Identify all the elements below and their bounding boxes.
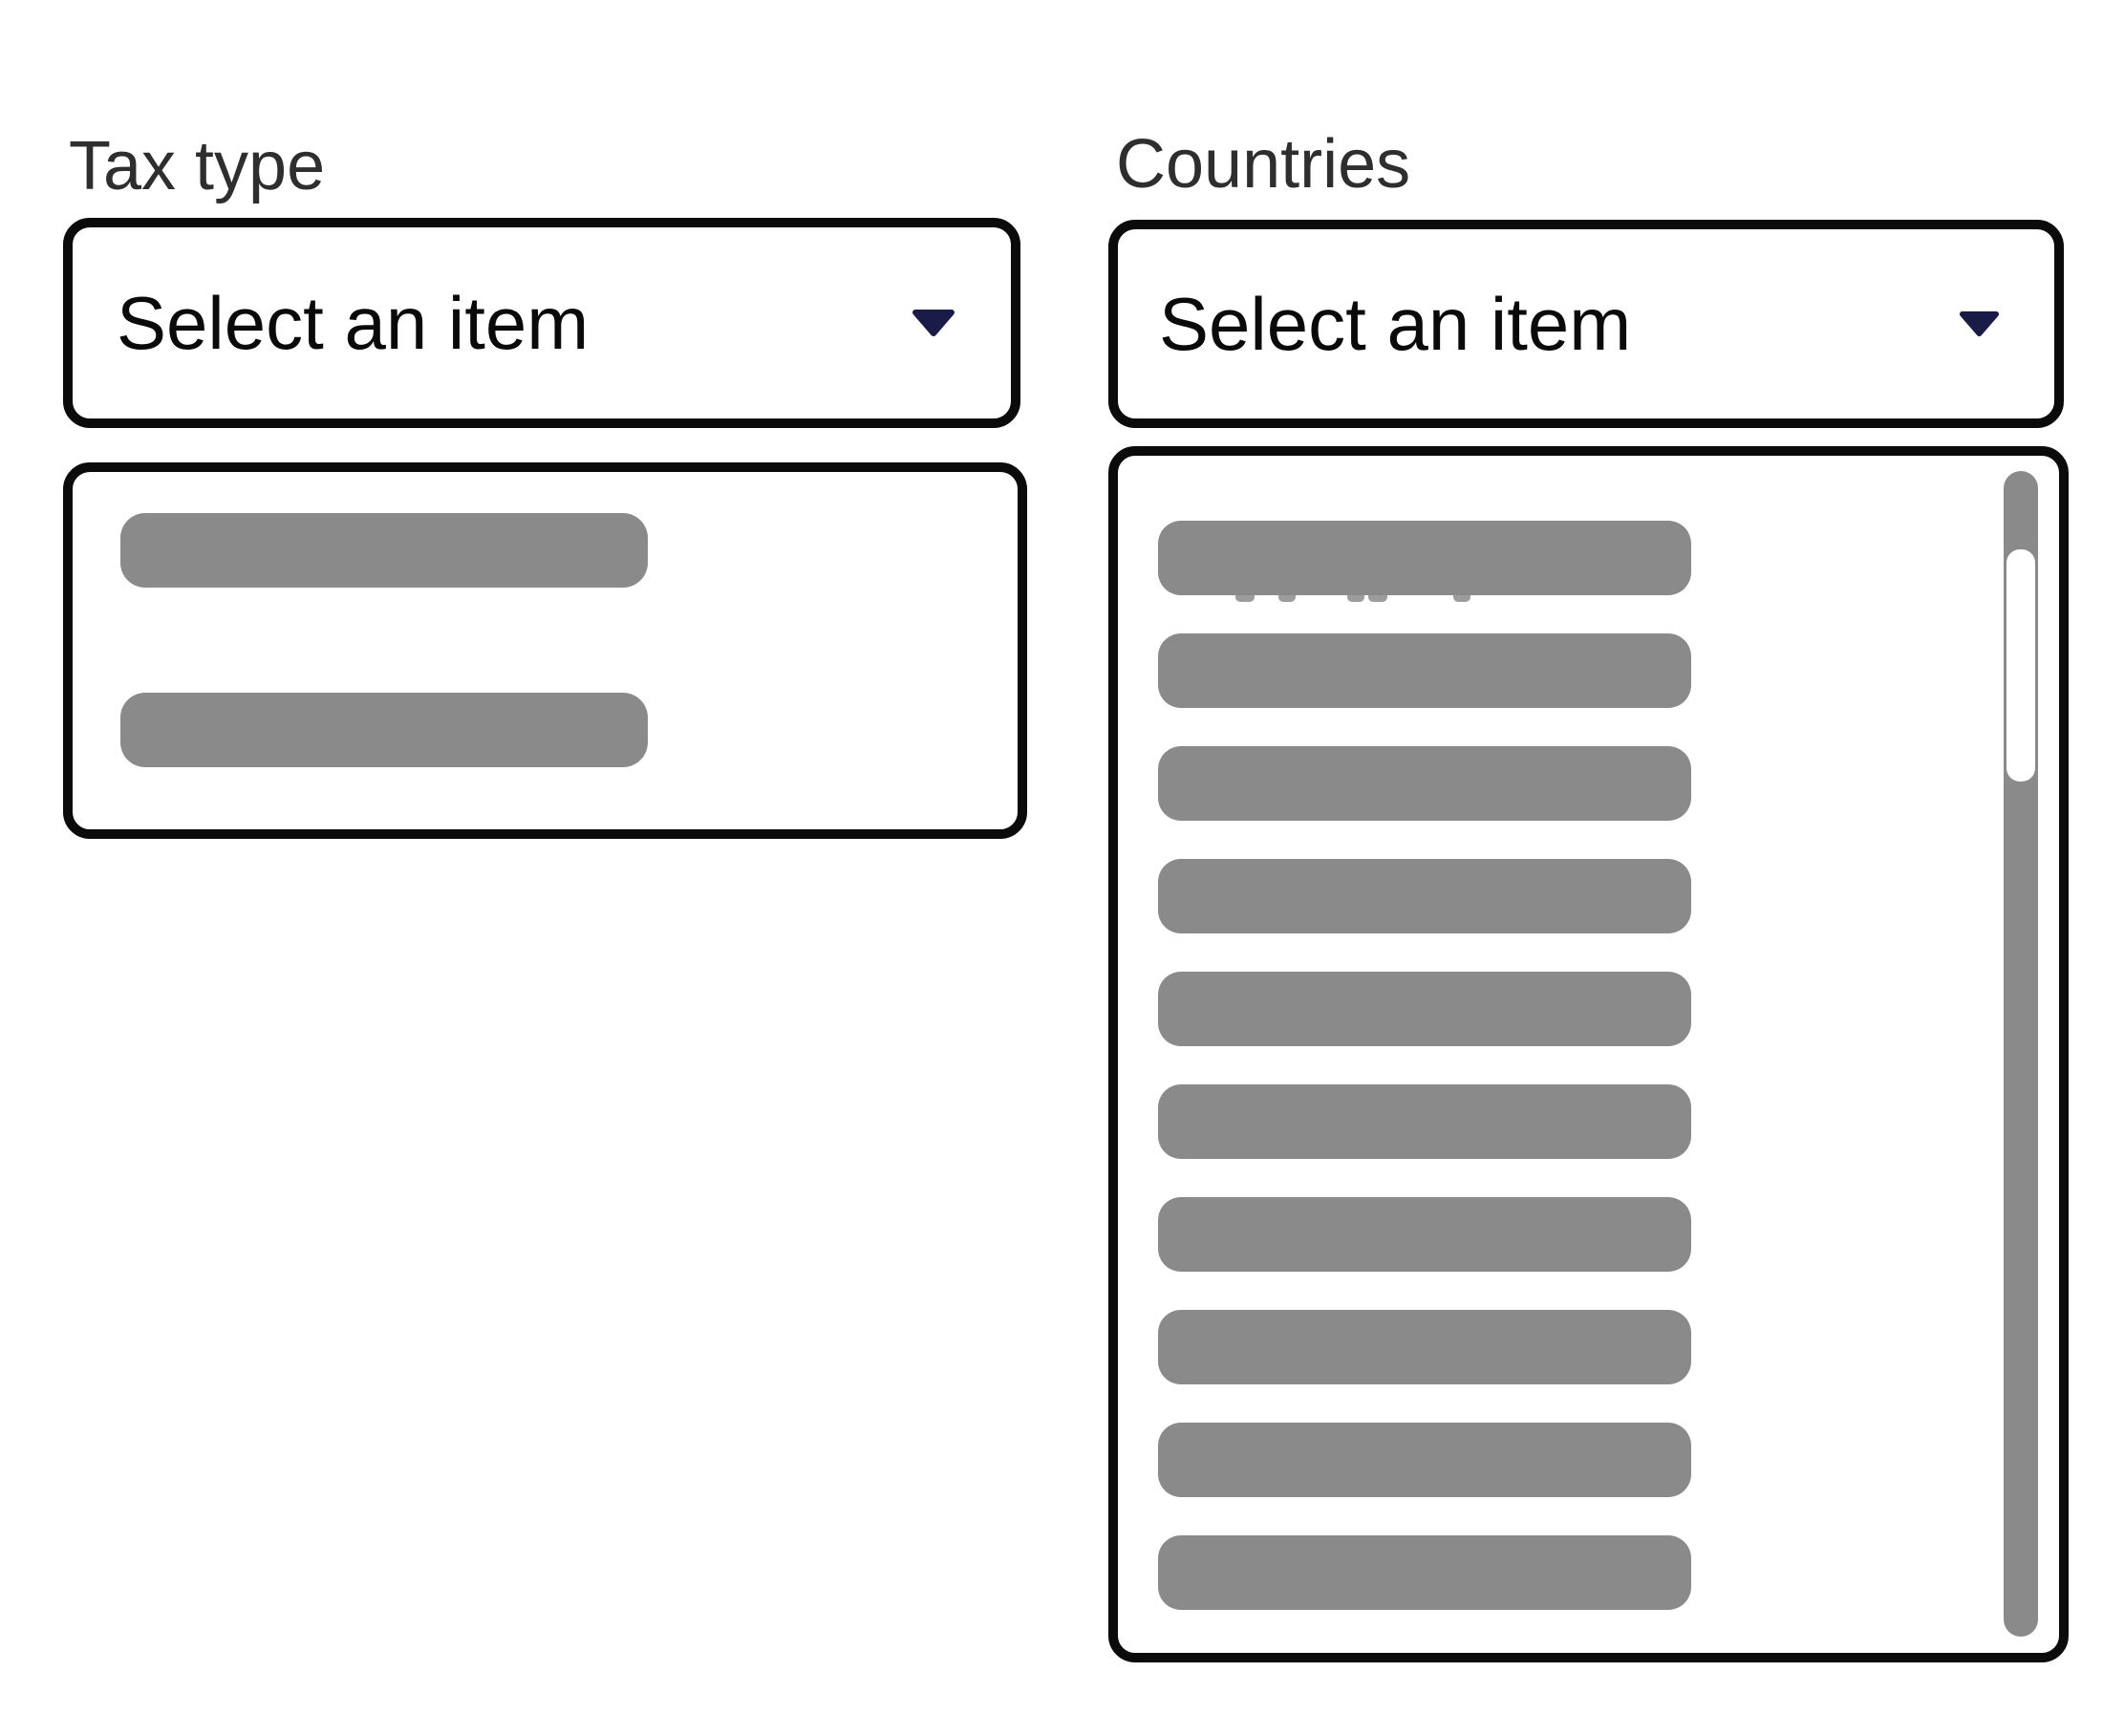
chevron-down-icon (912, 310, 955, 336)
scrollbar-track[interactable] (2004, 471, 2038, 1637)
skeleton-option-bar (1158, 1197, 1691, 1272)
tax-type-select[interactable]: Select an item (63, 218, 1020, 428)
skeleton-option-bar (1158, 633, 1691, 708)
countries-select-value: Select an item (1159, 281, 1632, 366)
tax-type-options-panel[interactable] (63, 462, 1027, 839)
countries-select[interactable]: Select an item (1108, 220, 2064, 428)
skeleton-option-bar (1158, 746, 1691, 821)
skeleton-option-bar (1158, 1423, 1691, 1497)
chevron-down-icon (1959, 311, 2000, 337)
countries-options-listbox[interactable] (1108, 446, 2069, 1662)
skeleton-option-bar (120, 513, 648, 588)
skeleton-option-bar (1158, 521, 1691, 595)
skeleton-option-bar (1158, 859, 1691, 933)
skeleton-option-bar (120, 693, 648, 767)
skeleton-option-bar (1158, 1535, 1691, 1610)
skeleton-option-bar (1158, 1084, 1691, 1159)
tax-type-select-value: Select an item (117, 280, 590, 365)
countries-label: Countries (1116, 126, 1411, 203)
tax-type-label: Tax type (69, 128, 326, 204)
skeleton-option-bar (1158, 972, 1691, 1046)
scrollbar-thumb[interactable] (2006, 549, 2035, 782)
skeleton-option-bar (1158, 1310, 1691, 1384)
